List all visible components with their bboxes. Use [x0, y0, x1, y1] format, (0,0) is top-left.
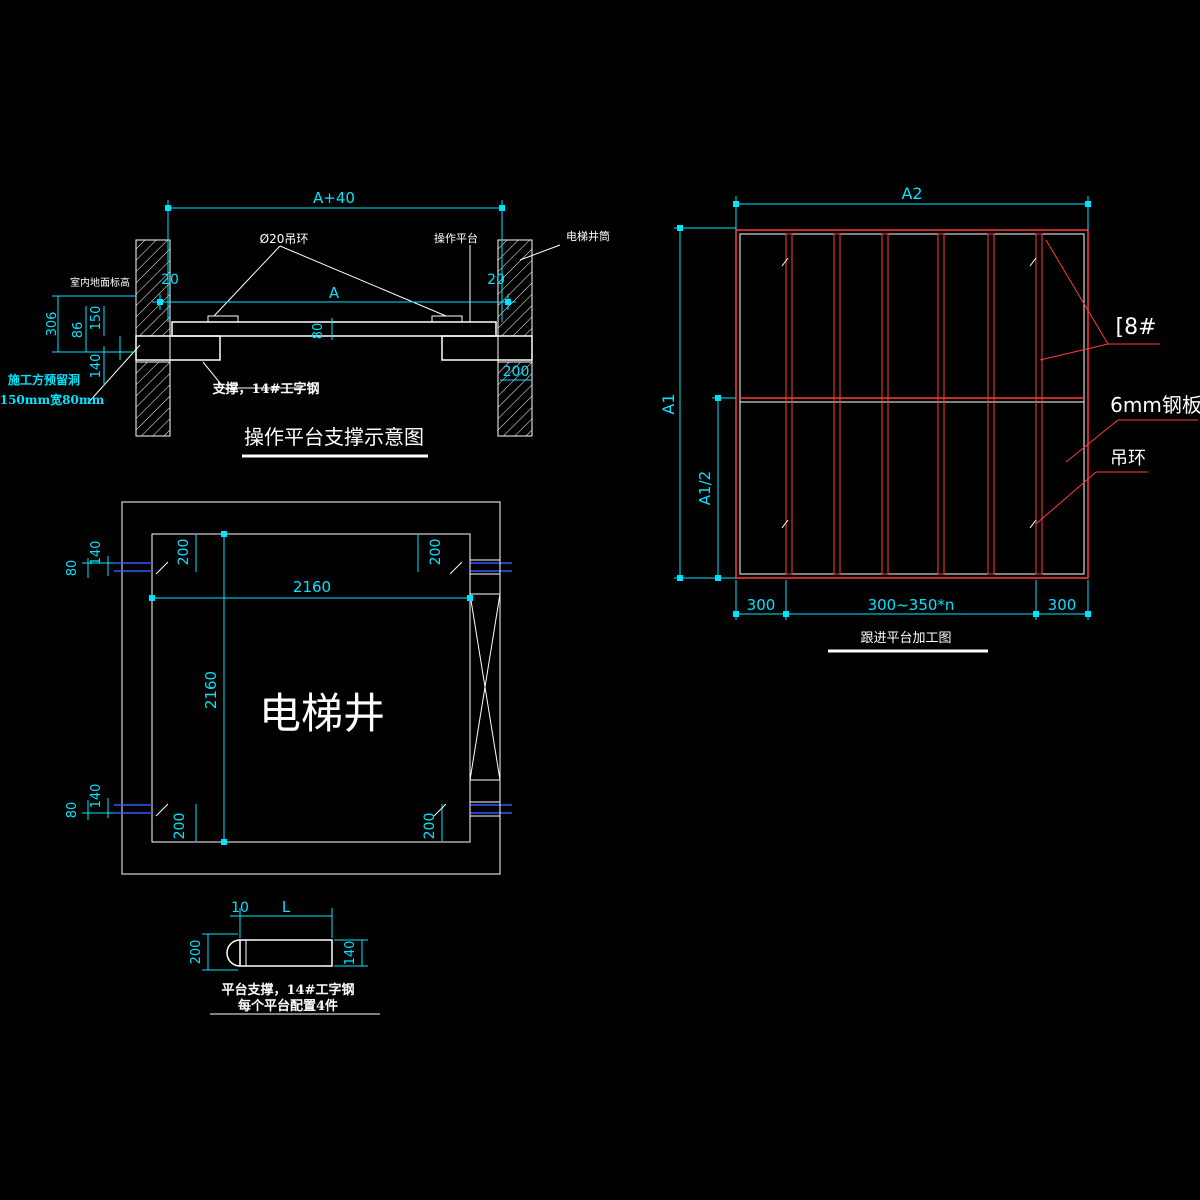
dim-300-left: 300 — [747, 596, 776, 614]
detail-dim-10: 10 — [231, 900, 249, 916]
label-support: 支撑，14#工字钢 — [212, 381, 320, 397]
dim-inner: A — [329, 284, 340, 302]
detail-dim-140: 140 — [343, 941, 358, 966]
door-opening — [469, 593, 501, 781]
platform-outer-frame — [735, 229, 1089, 579]
dim-A2: A2 — [901, 184, 922, 203]
dim-140: 140 — [89, 354, 104, 379]
channel-member-6 — [1035, 233, 1043, 575]
label-platform: 操作平台 — [434, 231, 478, 245]
channel-member-2 — [833, 233, 841, 575]
channel-member-3 — [881, 233, 889, 575]
platform-slab — [171, 321, 497, 337]
dim-150: 150 — [89, 306, 104, 331]
plan-dim-200-tr: 200 — [428, 539, 444, 566]
plan-dim-width: 2160 — [293, 578, 331, 596]
section-view: A+40 A 20 20 306 86 150 140 80 200 Ø20吊环… — [0, 189, 610, 458]
support-beam-drawing — [239, 939, 333, 967]
detail-dim-L: L — [282, 898, 291, 916]
detail-caption-1: 平台支撑，14#工字钢 — [222, 982, 355, 998]
support-beam-right — [441, 335, 533, 361]
dim-80: 80 — [311, 323, 326, 340]
plan-dim-200-bl: 200 — [172, 813, 188, 840]
label-hanging-ring: Ø20吊环 — [260, 232, 309, 246]
label-hole-1: 施工方预留洞 — [8, 372, 80, 387]
plan-dim-140-top: 140 — [89, 541, 104, 566]
plan-dim-200-tl: 200 — [176, 539, 192, 566]
label-plate: 6mm钢板 — [1110, 393, 1200, 417]
dim-span: 300~350*n — [868, 596, 955, 614]
channel-member-4 — [937, 233, 945, 575]
detail-dim-200: 200 — [189, 940, 204, 965]
platform-detail: A2 A1 A1/2 300 300~350*n 300 [8# 6mm钢板 吊… — [659, 184, 1200, 653]
detail-caption-2: 每个平台配置4件 — [238, 998, 338, 1014]
dim-top: A+40 — [313, 189, 355, 207]
plan-dim-80-bot: 80 — [65, 802, 80, 819]
label-hole-2: 高150mm宽80mm — [0, 392, 105, 407]
platform-detail-title: 跟进平台加工图 — [860, 631, 951, 646]
plan-dim-80-top: 80 — [65, 560, 80, 577]
dim-A1-half: A1/2 — [696, 471, 714, 505]
section-view-title: 操作平台支撑示意图 — [244, 425, 424, 449]
dim-20-left: 20 — [161, 272, 179, 288]
label-channel: [8# — [1115, 315, 1156, 340]
dim-300-right: 300 — [1048, 596, 1077, 614]
dim-200: 200 — [503, 364, 530, 380]
label-ring: 吊环 — [1110, 448, 1146, 469]
plan-dim-140-bot: 140 — [89, 784, 104, 809]
plan-view: 2160 2160 200 200 200 200 80 140 80 140 … — [65, 501, 512, 875]
plan-center-label: 电梯井 — [259, 689, 385, 738]
dim-A1: A1 — [659, 393, 678, 414]
channel-member-1 — [785, 233, 793, 575]
support-beam-left — [135, 335, 221, 361]
label-shaft-wall: 电梯井筒 — [566, 229, 610, 243]
plan-dim-height: 2160 — [202, 671, 220, 709]
dim-86: 86 — [71, 322, 86, 339]
plan-dim-200-br: 200 — [422, 813, 438, 840]
channel-members — [785, 233, 1043, 575]
channel-member-5 — [987, 233, 995, 575]
dim-306: 306 — [45, 312, 60, 337]
support-detail: 10 L 200 140 平台支撑，14#工字钢 每个平台配置4件 — [189, 898, 380, 1015]
label-floor: 室内地面标高 — [70, 276, 130, 289]
dim-20-right: 20 — [487, 272, 505, 288]
